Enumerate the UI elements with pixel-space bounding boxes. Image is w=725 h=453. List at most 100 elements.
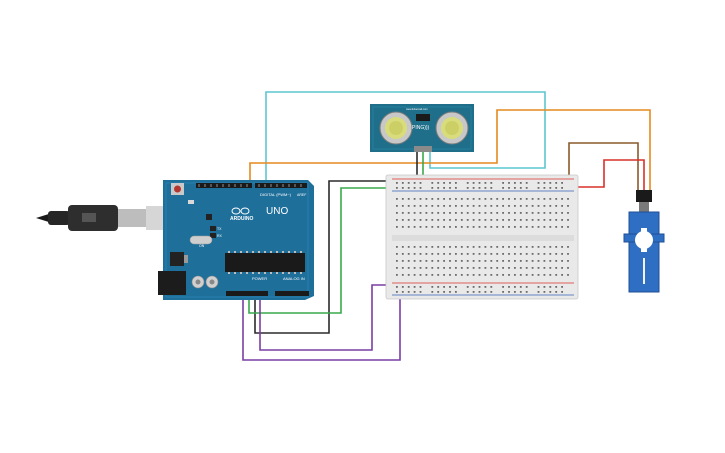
breadboard-hole[interactable] bbox=[419, 182, 422, 184]
breadboard-hole[interactable] bbox=[396, 253, 398, 255]
breadboard-hole[interactable] bbox=[478, 205, 481, 207]
breadboard-hole[interactable] bbox=[396, 198, 398, 200]
breadboard-hole[interactable] bbox=[490, 267, 493, 269]
breadboard-hole[interactable] bbox=[396, 274, 398, 276]
usb-cable[interactable] bbox=[36, 205, 168, 231]
breadboard-hole[interactable] bbox=[561, 274, 563, 276]
breadboard-hole[interactable] bbox=[514, 260, 516, 262]
breadboard-hole[interactable] bbox=[401, 182, 404, 184]
breadboard-hole[interactable] bbox=[484, 226, 487, 228]
breadboard-hole[interactable] bbox=[484, 286, 487, 288]
breadboard-hole[interactable] bbox=[472, 187, 475, 189]
breadboard-hole[interactable] bbox=[537, 246, 540, 248]
breadboard-hole[interactable] bbox=[437, 291, 440, 293]
breadboard-hole[interactable] bbox=[508, 246, 510, 248]
breadboard-hole[interactable] bbox=[449, 187, 451, 189]
breadboard-hole[interactable] bbox=[519, 205, 522, 207]
breadboard-hole[interactable] bbox=[413, 182, 416, 184]
breadboard-hole[interactable] bbox=[401, 291, 404, 293]
breadboard-hole[interactable] bbox=[478, 260, 481, 262]
breadboard-hole[interactable] bbox=[431, 212, 434, 214]
breadboard-hole[interactable] bbox=[496, 246, 499, 248]
breadboard-hole[interactable] bbox=[478, 246, 481, 248]
breadboard-hole[interactable] bbox=[555, 226, 558, 228]
breadboard-hole[interactable] bbox=[460, 205, 463, 207]
breadboard-hole[interactable] bbox=[519, 212, 522, 214]
breadboard-hole[interactable] bbox=[419, 267, 422, 269]
breadboard-hole[interactable] bbox=[490, 291, 493, 293]
breadboard-hole[interactable] bbox=[460, 198, 463, 200]
breadboard-hole[interactable] bbox=[443, 246, 445, 248]
breadboard-hole[interactable] bbox=[525, 291, 528, 293]
breadboard-hole[interactable] bbox=[508, 253, 510, 255]
breadboard-hole[interactable] bbox=[443, 267, 445, 269]
breadboard-hole[interactable] bbox=[496, 253, 499, 255]
breadboard-hole[interactable] bbox=[519, 253, 522, 255]
breadboard-hole[interactable] bbox=[425, 260, 428, 262]
breadboard-hole[interactable] bbox=[407, 267, 410, 269]
breadboard-hole[interactable] bbox=[555, 286, 558, 288]
breadboard-hole[interactable] bbox=[437, 260, 440, 262]
breadboard-hole[interactable] bbox=[472, 260, 475, 262]
breadboard-hole[interactable] bbox=[514, 246, 516, 248]
breadboard-hole[interactable] bbox=[549, 286, 552, 288]
breadboard-hole[interactable] bbox=[443, 187, 445, 189]
breadboard-hole[interactable] bbox=[543, 212, 546, 214]
breadboard-hole[interactable] bbox=[407, 260, 410, 262]
breadboard-hole[interactable] bbox=[519, 291, 522, 293]
breadboard-hole[interactable] bbox=[455, 187, 457, 189]
breadboard-hole[interactable] bbox=[561, 226, 563, 228]
breadboard-hole[interactable] bbox=[472, 286, 475, 288]
breadboard-hole[interactable] bbox=[407, 219, 410, 221]
breadboard-hole[interactable] bbox=[437, 219, 440, 221]
breadboard-hole[interactable] bbox=[460, 260, 463, 262]
breadboard-hole[interactable] bbox=[472, 267, 475, 269]
breadboard-hole[interactable] bbox=[484, 212, 487, 214]
arduino-uno-board[interactable]: TX RX AREF ON ARDUINO UNO DIGITAL (PWM~) bbox=[158, 180, 314, 300]
wire-purple-inner[interactable] bbox=[259, 284, 400, 351]
breadboard-hole[interactable] bbox=[449, 182, 451, 184]
breadboard-hole[interactable] bbox=[508, 274, 510, 276]
breadboard-hole[interactable] bbox=[537, 219, 540, 221]
breadboard-hole[interactable] bbox=[496, 219, 499, 221]
breadboard-hole[interactable] bbox=[478, 219, 481, 221]
breadboard-hole[interactable] bbox=[449, 212, 451, 214]
breadboard-hole[interactable] bbox=[543, 274, 546, 276]
breadboard-hole[interactable] bbox=[519, 274, 522, 276]
breadboard-hole[interactable] bbox=[514, 226, 516, 228]
breadboard-hole[interactable] bbox=[555, 274, 558, 276]
breadboard-hole[interactable] bbox=[466, 286, 469, 288]
breadboard-hole[interactable] bbox=[425, 198, 428, 200]
breadboard-hole[interactable] bbox=[419, 198, 422, 200]
breadboard-hole[interactable] bbox=[537, 205, 540, 207]
breadboard-hole[interactable] bbox=[449, 198, 451, 200]
breadboard-hole[interactable] bbox=[431, 226, 434, 228]
breadboard-hole[interactable] bbox=[484, 198, 487, 200]
breadboard-hole[interactable] bbox=[537, 260, 540, 262]
breadboard-hole[interactable] bbox=[549, 187, 552, 189]
breadboard-hole[interactable] bbox=[502, 267, 504, 269]
breadboard-hole[interactable] bbox=[455, 205, 457, 207]
breadboard-hole[interactable] bbox=[466, 205, 469, 207]
breadboard-hole[interactable] bbox=[519, 260, 522, 262]
breadboard-hole[interactable] bbox=[567, 205, 569, 207]
breadboard-hole[interactable] bbox=[401, 260, 404, 262]
breadboard-hole[interactable] bbox=[519, 219, 522, 221]
wire-red[interactable] bbox=[575, 159, 645, 190]
breadboard-hole[interactable] bbox=[413, 198, 416, 200]
breadboard-hole[interactable] bbox=[543, 267, 546, 269]
breadboard-hole[interactable] bbox=[531, 260, 534, 262]
breadboard-hole[interactable] bbox=[555, 219, 558, 221]
breadboard-hole[interactable] bbox=[490, 187, 493, 189]
breadboard-hole[interactable] bbox=[401, 274, 404, 276]
breadboard-hole[interactable] bbox=[537, 182, 540, 184]
breadboard-hole[interactable] bbox=[496, 260, 499, 262]
breadboard-hole[interactable] bbox=[466, 212, 469, 214]
breadboard-hole[interactable] bbox=[555, 182, 558, 184]
breadboard-hole[interactable] bbox=[525, 187, 528, 189]
breadboard-hole[interactable] bbox=[543, 205, 546, 207]
breadboard-hole[interactable] bbox=[484, 253, 487, 255]
breadboard-hole[interactable] bbox=[537, 267, 540, 269]
breadboard-hole[interactable] bbox=[543, 291, 546, 293]
breadboard-hole[interactable] bbox=[455, 253, 457, 255]
